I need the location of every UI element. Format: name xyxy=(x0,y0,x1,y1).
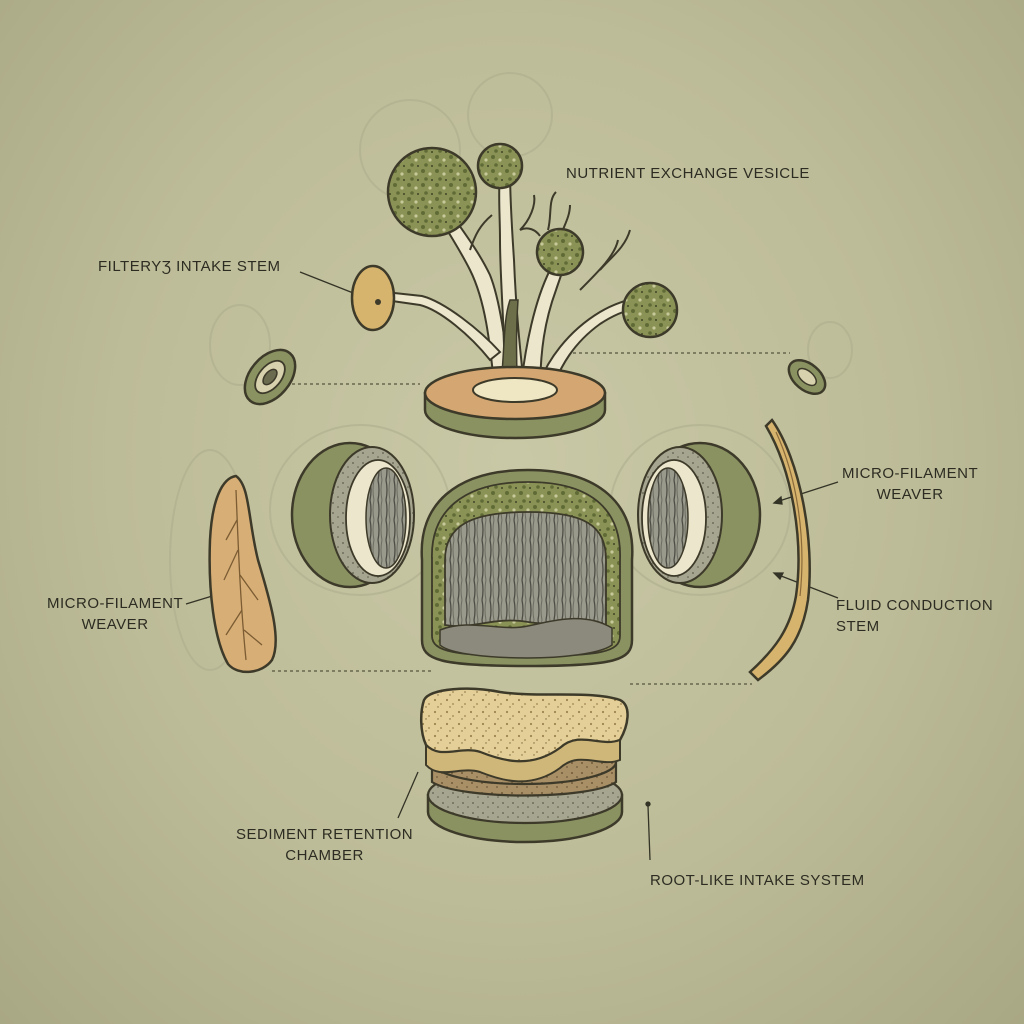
label-micro-filament-weaver-right: MICRO-FILAMENT WEAVER xyxy=(842,463,978,505)
label-line-2: STEM xyxy=(836,618,880,635)
central-chamber xyxy=(420,468,634,668)
half-shell-left xyxy=(290,441,415,589)
dotted-guide-lines xyxy=(272,352,790,685)
half-shell-right xyxy=(637,441,762,589)
intake-ring-collar xyxy=(423,365,607,440)
small-disc-left xyxy=(243,348,297,406)
label-line-2: WEAVER xyxy=(876,486,944,503)
label-fluid-conduction-stem: FLUID CONDUCTION STEM xyxy=(836,595,993,637)
fluid-conduction-stem xyxy=(748,418,811,682)
label-root-like-intake-system: ROOT-LIKE INTAKE SYSTEM xyxy=(650,872,865,889)
label-line-1: MICRO-FILAMENT xyxy=(47,595,184,612)
small-disc-right xyxy=(787,358,827,396)
label-line-1: SEDIMENT RETENTION xyxy=(236,826,414,843)
micro-filament-pod-left xyxy=(208,474,277,673)
label-line-1: FLUID CONDUCTION xyxy=(836,597,994,614)
label-filter-intake-stem: FILTERYƷ INTAKE STEM xyxy=(98,258,281,275)
label-line-1: MICRO-FILAMENT xyxy=(842,465,979,482)
label-line-2: CHAMBER xyxy=(285,847,364,864)
label-line-2: WEAVER xyxy=(81,616,149,633)
nutrient-tree-structure xyxy=(350,142,679,396)
label-micro-filament-weaver-left: MICRO-FILAMENT WEAVER xyxy=(47,593,183,635)
sediment-retention-layers xyxy=(420,687,629,844)
label-nutrient-exchange-vesicle: NUTRIENT EXCHANGE VESICLE xyxy=(566,165,810,182)
label-sediment-retention-chamber: SEDIMENT RETENTION CHAMBER xyxy=(236,824,413,866)
